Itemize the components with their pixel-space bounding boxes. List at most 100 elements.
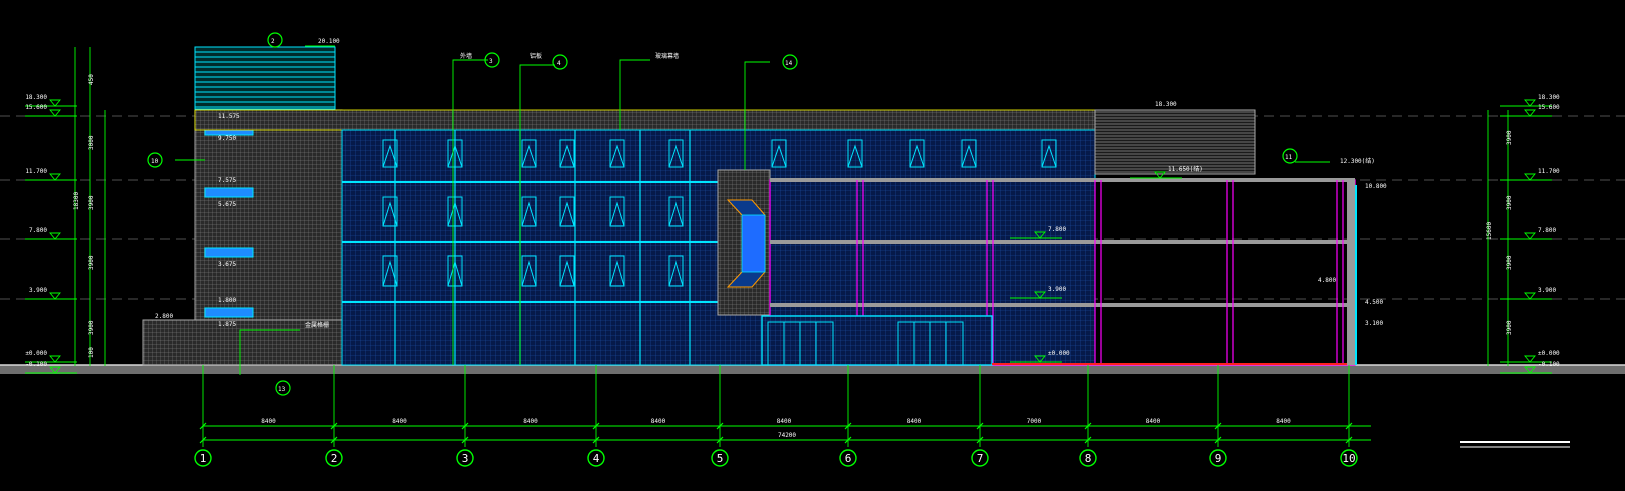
level-label: ±0.000 <box>1048 350 1070 357</box>
right-dim-label: 3900 <box>1506 255 1513 270</box>
axis-label-4: 4 <box>593 452 600 465</box>
svg-text:外墙: 外墙 <box>460 52 472 60</box>
right-dim-label: 3900 <box>1506 320 1513 335</box>
level-label: 18.300 <box>1538 94 1560 101</box>
svg-text:4.800: 4.800 <box>1318 277 1336 284</box>
span-label: 8400 <box>392 418 407 425</box>
level-label: 15.600 <box>25 104 47 111</box>
ground-line <box>0 365 1625 374</box>
left-dim-label: 100 <box>88 347 95 358</box>
stair-windows <box>204 125 254 318</box>
svg-text:1.875: 1.875 <box>218 321 236 328</box>
span-label: 8400 <box>1146 418 1161 425</box>
callout-labels: 2 3 4 14 10 11 13 <box>151 38 1293 393</box>
svg-text:10: 10 <box>151 158 159 165</box>
level-label: 11.700 <box>1538 168 1560 175</box>
right-total: 15600 <box>1486 222 1493 240</box>
total-dimension: 74200 <box>778 432 796 439</box>
axis-bubble-9 <box>1209 449 1227 467</box>
end-wall <box>1347 180 1355 365</box>
axis-label-8: 8 <box>1085 452 1092 465</box>
level-label: 3.900 <box>1538 287 1556 294</box>
svg-text:9.750: 9.750 <box>218 135 236 142</box>
svg-text:10.800: 10.800 <box>1365 183 1387 190</box>
svg-text:2.800: 2.800 <box>155 313 173 320</box>
svg-text:铝板: 铝板 <box>530 52 542 60</box>
entrance-glazing <box>761 315 993 366</box>
axis-bubbles: 1 2 3 4 5 6 7 8 9 10 <box>194 449 1358 467</box>
svg-text:14: 14 <box>785 60 793 67</box>
level-label: ±0.000 <box>25 350 47 357</box>
axis-bubble-8 <box>1079 449 1097 467</box>
svg-text:18.300: 18.300 <box>1155 101 1177 108</box>
span-label: 8400 <box>1276 418 1291 425</box>
leaders <box>175 45 1330 375</box>
level-label: 18.300 <box>25 94 47 101</box>
level-label: 3.900 <box>1048 286 1066 293</box>
level-label: 7.800 <box>29 227 47 234</box>
axis-label-3: 3 <box>462 452 469 465</box>
svg-text:12.300(结): 12.300(结) <box>1340 157 1375 165</box>
right-dimension-labels: 3900 3900 3900 3900 <box>1506 130 1513 335</box>
svg-text:玻璃幕墙: 玻璃幕墙 <box>655 52 679 60</box>
left-dim-label: 3900 <box>88 255 95 270</box>
axis-bubble-6 <box>839 449 857 467</box>
svg-text:11: 11 <box>1285 154 1293 161</box>
svg-text:5.675: 5.675 <box>218 201 236 208</box>
axis-label-2: 2 <box>331 452 338 465</box>
axis-label-7: 7 <box>977 452 984 465</box>
svg-text:11.575: 11.575 <box>218 113 240 120</box>
right-dim-label: 3900 <box>1506 195 1513 210</box>
axis-label-9: 9 <box>1215 452 1222 465</box>
axis-bubble-4 <box>587 449 605 467</box>
level-label: 7.800 <box>1538 227 1556 234</box>
roof-louver <box>194 46 336 110</box>
svg-text:3.100: 3.100 <box>1365 320 1383 327</box>
axis-label-6: 6 <box>845 452 852 465</box>
elevation-texts: 20.100 18.300 2.800 12.300(结) 10.800 4.8… <box>155 38 1387 328</box>
material-tags: 外墙 铝板 玻璃幕墙 金属格栅 <box>305 52 679 329</box>
axis-label-5: 5 <box>717 452 724 465</box>
axis-label-10: 10 <box>1342 452 1355 465</box>
svg-text:3.675: 3.675 <box>218 261 236 268</box>
level-label: 11.700 <box>25 168 47 175</box>
parapet-band <box>194 109 1096 131</box>
right-dim-label: 3900 <box>1506 130 1513 145</box>
entrance-doors <box>767 321 964 366</box>
level-label: ±0.000 <box>1538 350 1560 357</box>
left-dim-label: 3900 <box>88 320 95 335</box>
axis-label-1: 1 <box>200 452 207 465</box>
level-label: 3.900 <box>29 287 47 294</box>
level-label: -0.100 <box>25 361 47 368</box>
svg-text:金属格栅: 金属格栅 <box>305 321 329 329</box>
axis-bubble-1 <box>194 449 212 467</box>
window-openings <box>382 139 1057 287</box>
span-label: 8400 <box>523 418 538 425</box>
left-dim-label: 3900 <box>88 195 95 210</box>
left-dim-lines <box>74 47 106 366</box>
left-level-marks: 18.300 15.600 11.700 7.800 3.900 ±0.000 -0.100 <box>25 94 77 374</box>
level-label: 7.800 <box>1048 226 1066 233</box>
axis-bubble-2 <box>325 449 343 467</box>
section-slabs <box>770 178 1355 307</box>
svg-text:3: 3 <box>489 58 493 65</box>
callout-circles <box>147 32 1298 396</box>
svg-text:13: 13 <box>278 386 286 393</box>
span-label: 8400 <box>777 418 792 425</box>
svg-text:4: 4 <box>557 60 561 67</box>
svg-text:1.800: 1.800 <box>218 297 236 304</box>
axis-bubble-5 <box>711 449 729 467</box>
span-label: 7000 <box>1027 418 1042 425</box>
left-dim-label: 3000 <box>88 135 95 150</box>
axis-bubble-10 <box>1340 449 1358 467</box>
level-label: 15.600 <box>1538 104 1560 111</box>
axis-bubble-3 <box>456 449 474 467</box>
level-label: -0.100 <box>1538 361 1560 368</box>
svg-text:2: 2 <box>271 38 275 45</box>
svg-text:20.100: 20.100 <box>318 38 340 45</box>
svg-text:4.500: 4.500 <box>1365 299 1383 306</box>
